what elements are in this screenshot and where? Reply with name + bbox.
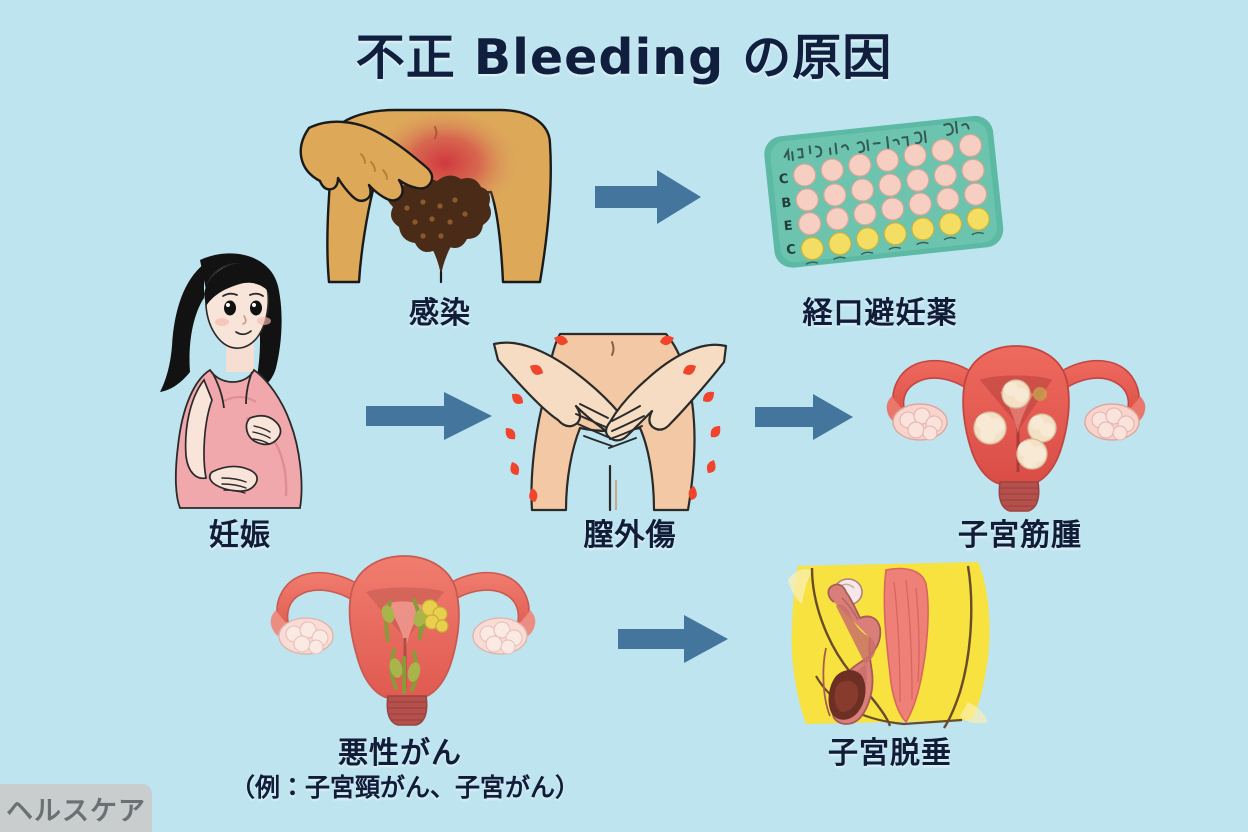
svg-text:C: C — [778, 172, 789, 188]
arrow-infection-to-pill — [595, 168, 701, 226]
label-pregnancy: 妊娠 — [209, 518, 271, 553]
infection-illustration — [295, 100, 585, 290]
uterine-prolapse-illustration — [782, 556, 1002, 732]
label-vaginal-trauma: 膣外傷 — [583, 518, 677, 553]
svg-text:E: E — [783, 219, 793, 235]
arrow-trauma-to-fibroid — [755, 392, 853, 442]
pregnant-woman-illustration — [150, 250, 330, 512]
contraceptive-pill-pack-illustration: C B E C — [755, 110, 1010, 278]
label-malignant-cancer: 悪性がん — [338, 736, 462, 771]
svg-text:C: C — [786, 242, 797, 258]
uterine-fibroid-illustration — [880, 332, 1152, 512]
malignant-cancer-illustration — [262, 542, 540, 730]
vaginal-trauma-illustration — [488, 330, 732, 512]
label-malignant-cancer-sub: （例：子宮頸がん、子宮がん） — [230, 773, 581, 802]
watermark-text: ヘルスケア — [6, 795, 146, 827]
watermark-badge: ヘルスケア — [0, 784, 152, 832]
label-infection: 感染 — [409, 296, 471, 331]
svg-text:B: B — [781, 196, 792, 212]
label-uterine-fibroid: 子宮筋腫 — [958, 518, 1082, 553]
label-uterine-prolapse: 子宮脱垂 — [828, 736, 952, 771]
arrow-cancer-to-prolapse — [618, 613, 728, 665]
arrow-pregnancy-to-trauma — [366, 390, 492, 442]
page-title: 不正 Bleeding の原因 — [355, 29, 893, 86]
label-oral-contraceptives: 経口避妊薬 — [802, 296, 958, 331]
